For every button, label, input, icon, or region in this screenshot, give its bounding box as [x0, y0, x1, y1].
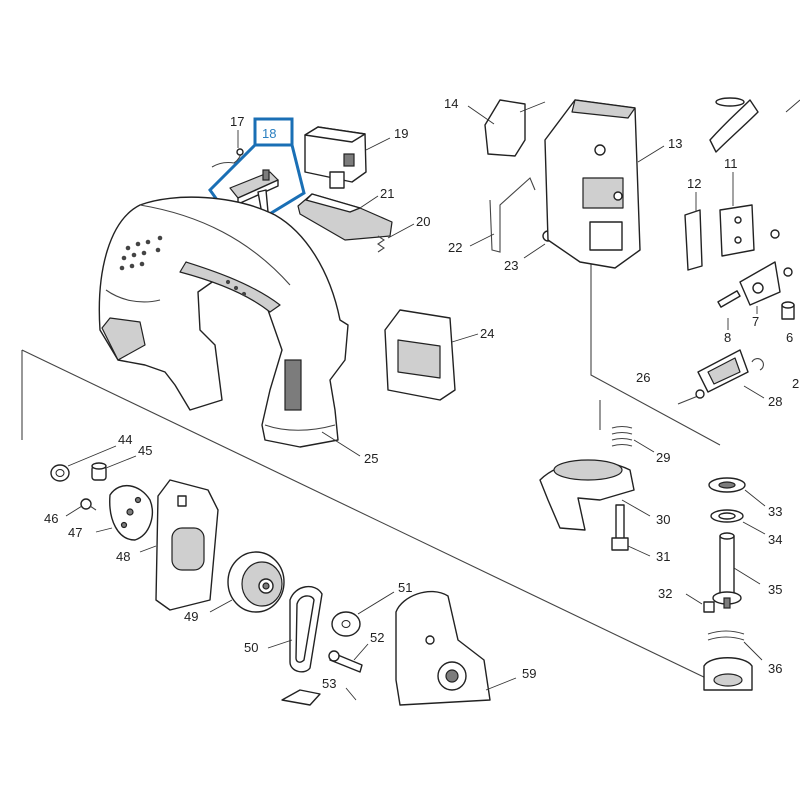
- callout-44[interactable]: 44: [118, 432, 132, 447]
- callout-33[interactable]: 33: [768, 504, 782, 519]
- callout-14[interactable]: 14: [444, 96, 458, 111]
- part-32-nut[interactable]: [685, 593, 715, 613]
- callout-17[interactable]: 17: [230, 114, 244, 129]
- part-34-washer[interactable]: [710, 509, 766, 535]
- callout-13[interactable]: 13: [668, 136, 682, 151]
- part-44-ring[interactable]: [50, 445, 117, 482]
- part-45-bushing[interactable]: [91, 455, 137, 481]
- part-51-washer[interactable]: [331, 591, 395, 637]
- callout-51[interactable]: 51: [398, 580, 412, 595]
- callout-34[interactable]: 34: [768, 532, 782, 547]
- part-19-switch[interactable]: [304, 126, 391, 189]
- part-20-spring[interactable]: [377, 223, 415, 253]
- part-17-spring[interactable]: [211, 130, 244, 168]
- callout-26[interactable]: 26: [636, 370, 650, 385]
- callout-22[interactable]: 22: [448, 240, 462, 255]
- selected-part-highlight[interactable]: [208, 117, 306, 235]
- part-14-bracket[interactable]: [467, 99, 546, 157]
- part-7-bracket[interactable]: [739, 261, 781, 314]
- callout-35[interactable]: 35: [768, 582, 782, 597]
- part-8-pin[interactable]: [717, 290, 741, 330]
- callout-46[interactable]: 46: [44, 511, 58, 526]
- part-28-block[interactable]: [697, 349, 765, 399]
- callout-labels: 14 13 12 11 17 18 19 21 20 22 23 8 7 6 2…: [44, 96, 799, 691]
- callout-23[interactable]: 23: [504, 258, 518, 273]
- callout-25[interactable]: 25: [364, 451, 378, 466]
- part-11-bracket[interactable]: [719, 172, 755, 257]
- part-6-bushing[interactable]: [770, 229, 795, 320]
- callout-21[interactable]: 21: [380, 186, 394, 201]
- callout-19[interactable]: 19: [394, 126, 408, 141]
- callout-18[interactable]: 18: [262, 126, 276, 141]
- callout-59[interactable]: 59: [522, 666, 536, 681]
- callout-24[interactable]: 24: [480, 326, 494, 341]
- callout-2[interactable]: 2: [792, 376, 799, 391]
- part-30-roller-bracket[interactable]: [539, 459, 651, 531]
- callout-47[interactable]: 47: [68, 525, 82, 540]
- part-49-gear[interactable]: [209, 551, 285, 613]
- part-59-gear-housing[interactable]: [395, 591, 517, 706]
- part-25-housing[interactable]: [98, 196, 361, 457]
- top-right-partial-parts: [709, 97, 800, 153]
- part-29-spring[interactable]: [611, 425, 655, 453]
- part-36-spring[interactable]: [707, 630, 763, 661]
- part-12-plate[interactable]: [684, 192, 703, 271]
- part-22-wire-hook[interactable]: [469, 177, 536, 253]
- part-35-plunger[interactable]: [712, 532, 761, 609]
- part-47-cam-plate[interactable]: [95, 485, 153, 541]
- callout-8[interactable]: 8: [724, 330, 731, 345]
- callout-6[interactable]: 6: [786, 330, 793, 345]
- callout-11[interactable]: 11: [724, 156, 738, 171]
- callout-30[interactable]: 30: [656, 512, 670, 527]
- callout-53[interactable]: 53: [322, 676, 336, 691]
- callout-31[interactable]: 31: [656, 549, 670, 564]
- part-53-bits[interactable]: [281, 687, 357, 706]
- callout-32[interactable]: 32: [658, 586, 672, 601]
- part-50-seal[interactable]: [267, 585, 323, 673]
- callout-48[interactable]: 48: [116, 549, 130, 564]
- callout-12[interactable]: 12: [687, 176, 701, 191]
- callout-52[interactable]: 52: [370, 630, 384, 645]
- callout-36[interactable]: 36: [768, 661, 782, 676]
- part-37-collar: [703, 657, 753, 691]
- callout-50[interactable]: 50: [244, 640, 258, 655]
- callout-7[interactable]: 7: [752, 314, 759, 329]
- part-52-bolt[interactable]: [328, 643, 369, 673]
- part-24-cover[interactable]: [384, 309, 479, 401]
- callout-28[interactable]: 28: [768, 394, 782, 409]
- part-31-bolt[interactable]: [611, 504, 651, 557]
- part-13-frame[interactable]: [544, 99, 665, 269]
- callout-45[interactable]: 45: [138, 443, 152, 458]
- callout-20[interactable]: 20: [416, 214, 430, 229]
- part-33-washer[interactable]: [708, 477, 766, 507]
- part-21-trigger[interactable]: [297, 193, 393, 241]
- part-46-screw[interactable]: [65, 498, 97, 517]
- part-26-screw[interactable]: [677, 389, 705, 405]
- callout-29[interactable]: 29: [656, 450, 670, 465]
- vent-holes: [119, 235, 247, 297]
- part-48-plate[interactable]: [139, 479, 219, 611]
- callout-49[interactable]: 49: [184, 609, 198, 624]
